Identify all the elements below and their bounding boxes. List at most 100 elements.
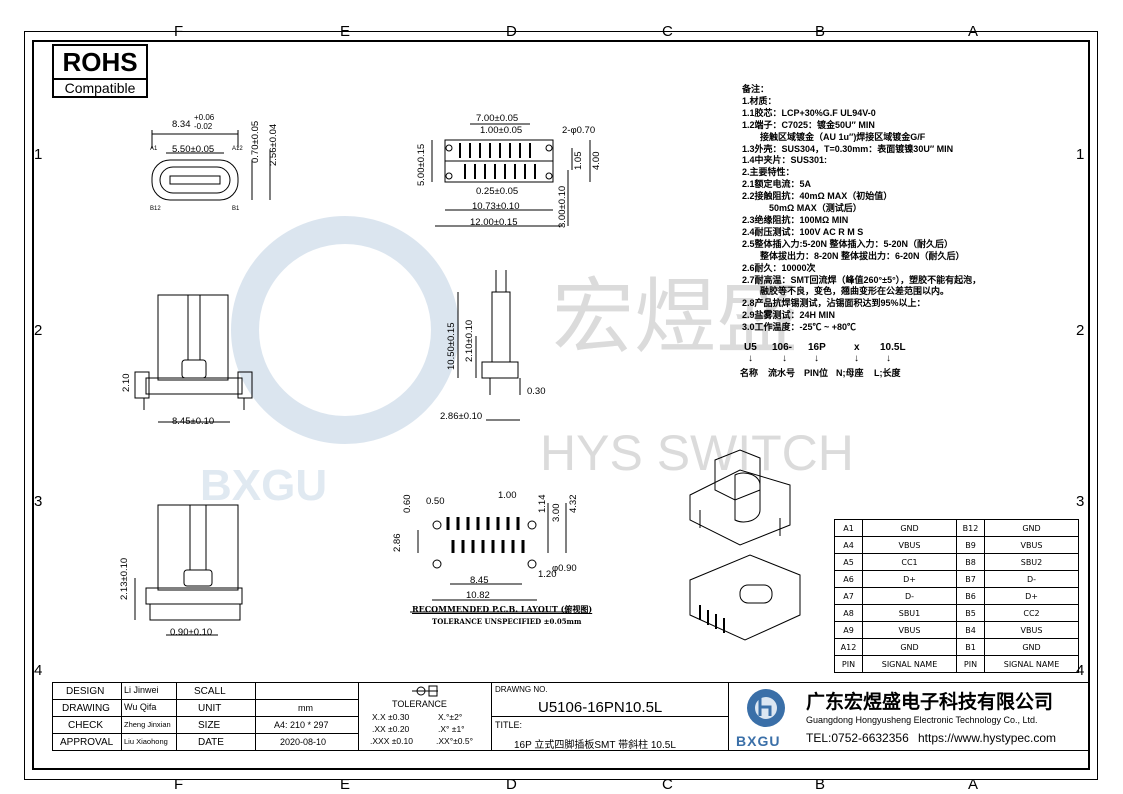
- note-line: 1.1胶芯：LCP+30%G.F UL94V-0: [742, 107, 876, 118]
- pin-cell: B1: [956, 638, 985, 656]
- front-view: [151, 130, 271, 201]
- tolerance-angle-xx: .X° ±1°: [438, 724, 465, 734]
- dim-shell-thickness: 0.70±0.05: [250, 120, 261, 163]
- label-pin-a1: A1: [150, 146, 158, 152]
- pin-cell: A8: [834, 604, 863, 622]
- dim-pcb-8-45: 8.45: [470, 575, 489, 586]
- signal-cell: SIGNAL NAME: [862, 655, 957, 673]
- note-line: 整体拔出力：8-20N 整体拔出力：6-20N（耐久后）: [742, 250, 965, 261]
- partcode-meaning-type: N;母座: [836, 368, 864, 378]
- dim-small-width: 0.90±0.10: [170, 627, 213, 638]
- note-line: 2.6耐久：10000次: [742, 262, 816, 273]
- zone-col-c-top: C: [662, 23, 673, 40]
- tolerance-xxx: .XXX ±0.10: [370, 736, 413, 746]
- dim-total-length: 12.00±0.15: [470, 217, 518, 228]
- partcode-meaning-pins: PIN位: [804, 368, 829, 378]
- pcb-layout-title: RECOMMENDED P.C.B. LAYOUT (俯视图): [412, 604, 593, 614]
- label-pin-b1: B1: [232, 206, 240, 212]
- zone-row-1-right: 1: [1076, 146, 1085, 163]
- zone-col-c-bottom: C: [662, 776, 673, 793]
- pin-cell: B12: [956, 519, 985, 537]
- side-view-small: [134, 504, 243, 636]
- zone-row-3-right: 3: [1076, 493, 1085, 510]
- company-logo-icon: [747, 689, 785, 727]
- note-line: 2.8产品抗焊锡测试，沾锡面积达到95%以上：: [742, 298, 926, 309]
- tb-value-date: 2020-08-10: [280, 737, 327, 747]
- dim-pcb-1-20: 1.20: [538, 569, 557, 580]
- note-line: 2.2接触阻抗：40mΩ MAX（初始值）: [742, 191, 893, 202]
- partcode-serial: 106-: [772, 342, 793, 353]
- note-line: 融胶等不良，变色，翘曲变形在公差范围以内。: [742, 286, 950, 297]
- partcode-meaning-length: L;长度: [874, 368, 901, 378]
- company-url[interactable]: https://www.hystypec.com: [918, 731, 1057, 745]
- tb-value-size: A4: 210 * 297: [274, 720, 329, 730]
- zone-col-b-top: B: [815, 23, 826, 40]
- note-line: 1.3外壳：SUS304，T=0.30mm：表面镀镍30U″ MIN: [742, 143, 954, 154]
- note-line: 2.1额定电流：5A: [742, 179, 812, 190]
- zone-col-e-bottom: E: [340, 776, 351, 793]
- zone-col-a-bottom: A: [968, 776, 979, 793]
- company-tel: TEL:0752-6632356: [806, 731, 909, 745]
- tolerance-x-x: X.X ±0.30: [372, 712, 410, 722]
- pcb-tolerance-note: TOLERANCE UNSPECIFIED ±0.05mm: [432, 617, 582, 626]
- arrow-down-icon: ↓: [854, 353, 859, 364]
- signal-cell: SBU1: [862, 604, 957, 622]
- note-line: 备注：: [742, 84, 770, 94]
- dim-small-foot: 2.13±0.10: [119, 557, 130, 600]
- pin-cell: PIN: [834, 655, 863, 673]
- partcode-name: U5: [744, 342, 757, 353]
- note-line: 2.主要特性：: [742, 167, 795, 178]
- tolerance-xx: .XX ±0.20: [372, 724, 410, 734]
- dim-profile-depth: 2.86±0.10: [440, 411, 483, 422]
- partcode-length: 10.5L: [880, 342, 906, 353]
- tb-label-check: CHECK: [68, 720, 104, 731]
- signal-cell: GND: [862, 638, 957, 656]
- note-line: 3.0工作温度：-25℃ ~ +80℃: [742, 322, 857, 333]
- dim-body-length: 10.73±0.10: [472, 201, 520, 212]
- dim-row-gap: 1.05: [573, 151, 584, 171]
- tb-field-unit: UNIT: [198, 703, 222, 714]
- signal-cell: D+: [984, 587, 1079, 605]
- signal-cell: VBUS: [862, 536, 957, 554]
- zone-col-e-top: E: [340, 23, 351, 40]
- signal-cell: SBU2: [984, 553, 1079, 571]
- rohs-title: ROHS: [54, 46, 146, 80]
- iso-view-2: [689, 554, 801, 641]
- pin-cell: B8: [956, 553, 985, 571]
- pin-cell: B4: [956, 621, 985, 639]
- side-view-large: [134, 294, 253, 423]
- dim-top-width: 7.00±0.05: [476, 113, 519, 124]
- drawing-number: U5106-16PN10.5L: [538, 699, 663, 716]
- zone-col-f-top: F: [174, 23, 184, 40]
- zone-row-4-right: 4: [1076, 662, 1085, 679]
- tb-field-date: DATE: [198, 737, 224, 748]
- pin-cell: B5: [956, 604, 985, 622]
- rohs-subtitle: Compatible: [64, 80, 136, 96]
- tb-name-approval: Liu Xiaohong: [124, 737, 168, 746]
- arrow-down-icon: ↓: [748, 353, 753, 364]
- note-line: 2.4耐压测试：100V AC R M S: [742, 226, 864, 237]
- watermark-logo-icon: [231, 216, 459, 444]
- signal-cell: D-: [984, 570, 1079, 588]
- pin-cell: A7: [834, 587, 863, 605]
- tb-name-design: Li Jinwei: [124, 685, 159, 695]
- tb-field-scale: SCALL: [194, 686, 226, 697]
- zone-col-a-top: A: [968, 23, 979, 40]
- note-line: 2.7耐高温：SMT回流焊（峰值260°±5°），塑胶不能有起泡，: [742, 274, 982, 285]
- drawing-frame: [32, 40, 1090, 770]
- note-line: 2.3绝缘阻抗：100MΩ MIN: [742, 214, 849, 225]
- note-line: 2.9盐雾测试：24H MIN: [742, 310, 836, 321]
- signal-cell: VBUS: [862, 621, 957, 639]
- dim-width-total: 8.34: [172, 119, 191, 130]
- dim-pcb-1-14: 1.14: [537, 494, 548, 514]
- tb-value-unit: mm: [298, 703, 313, 713]
- dim-inner-width: 5.50±0.05: [172, 144, 215, 155]
